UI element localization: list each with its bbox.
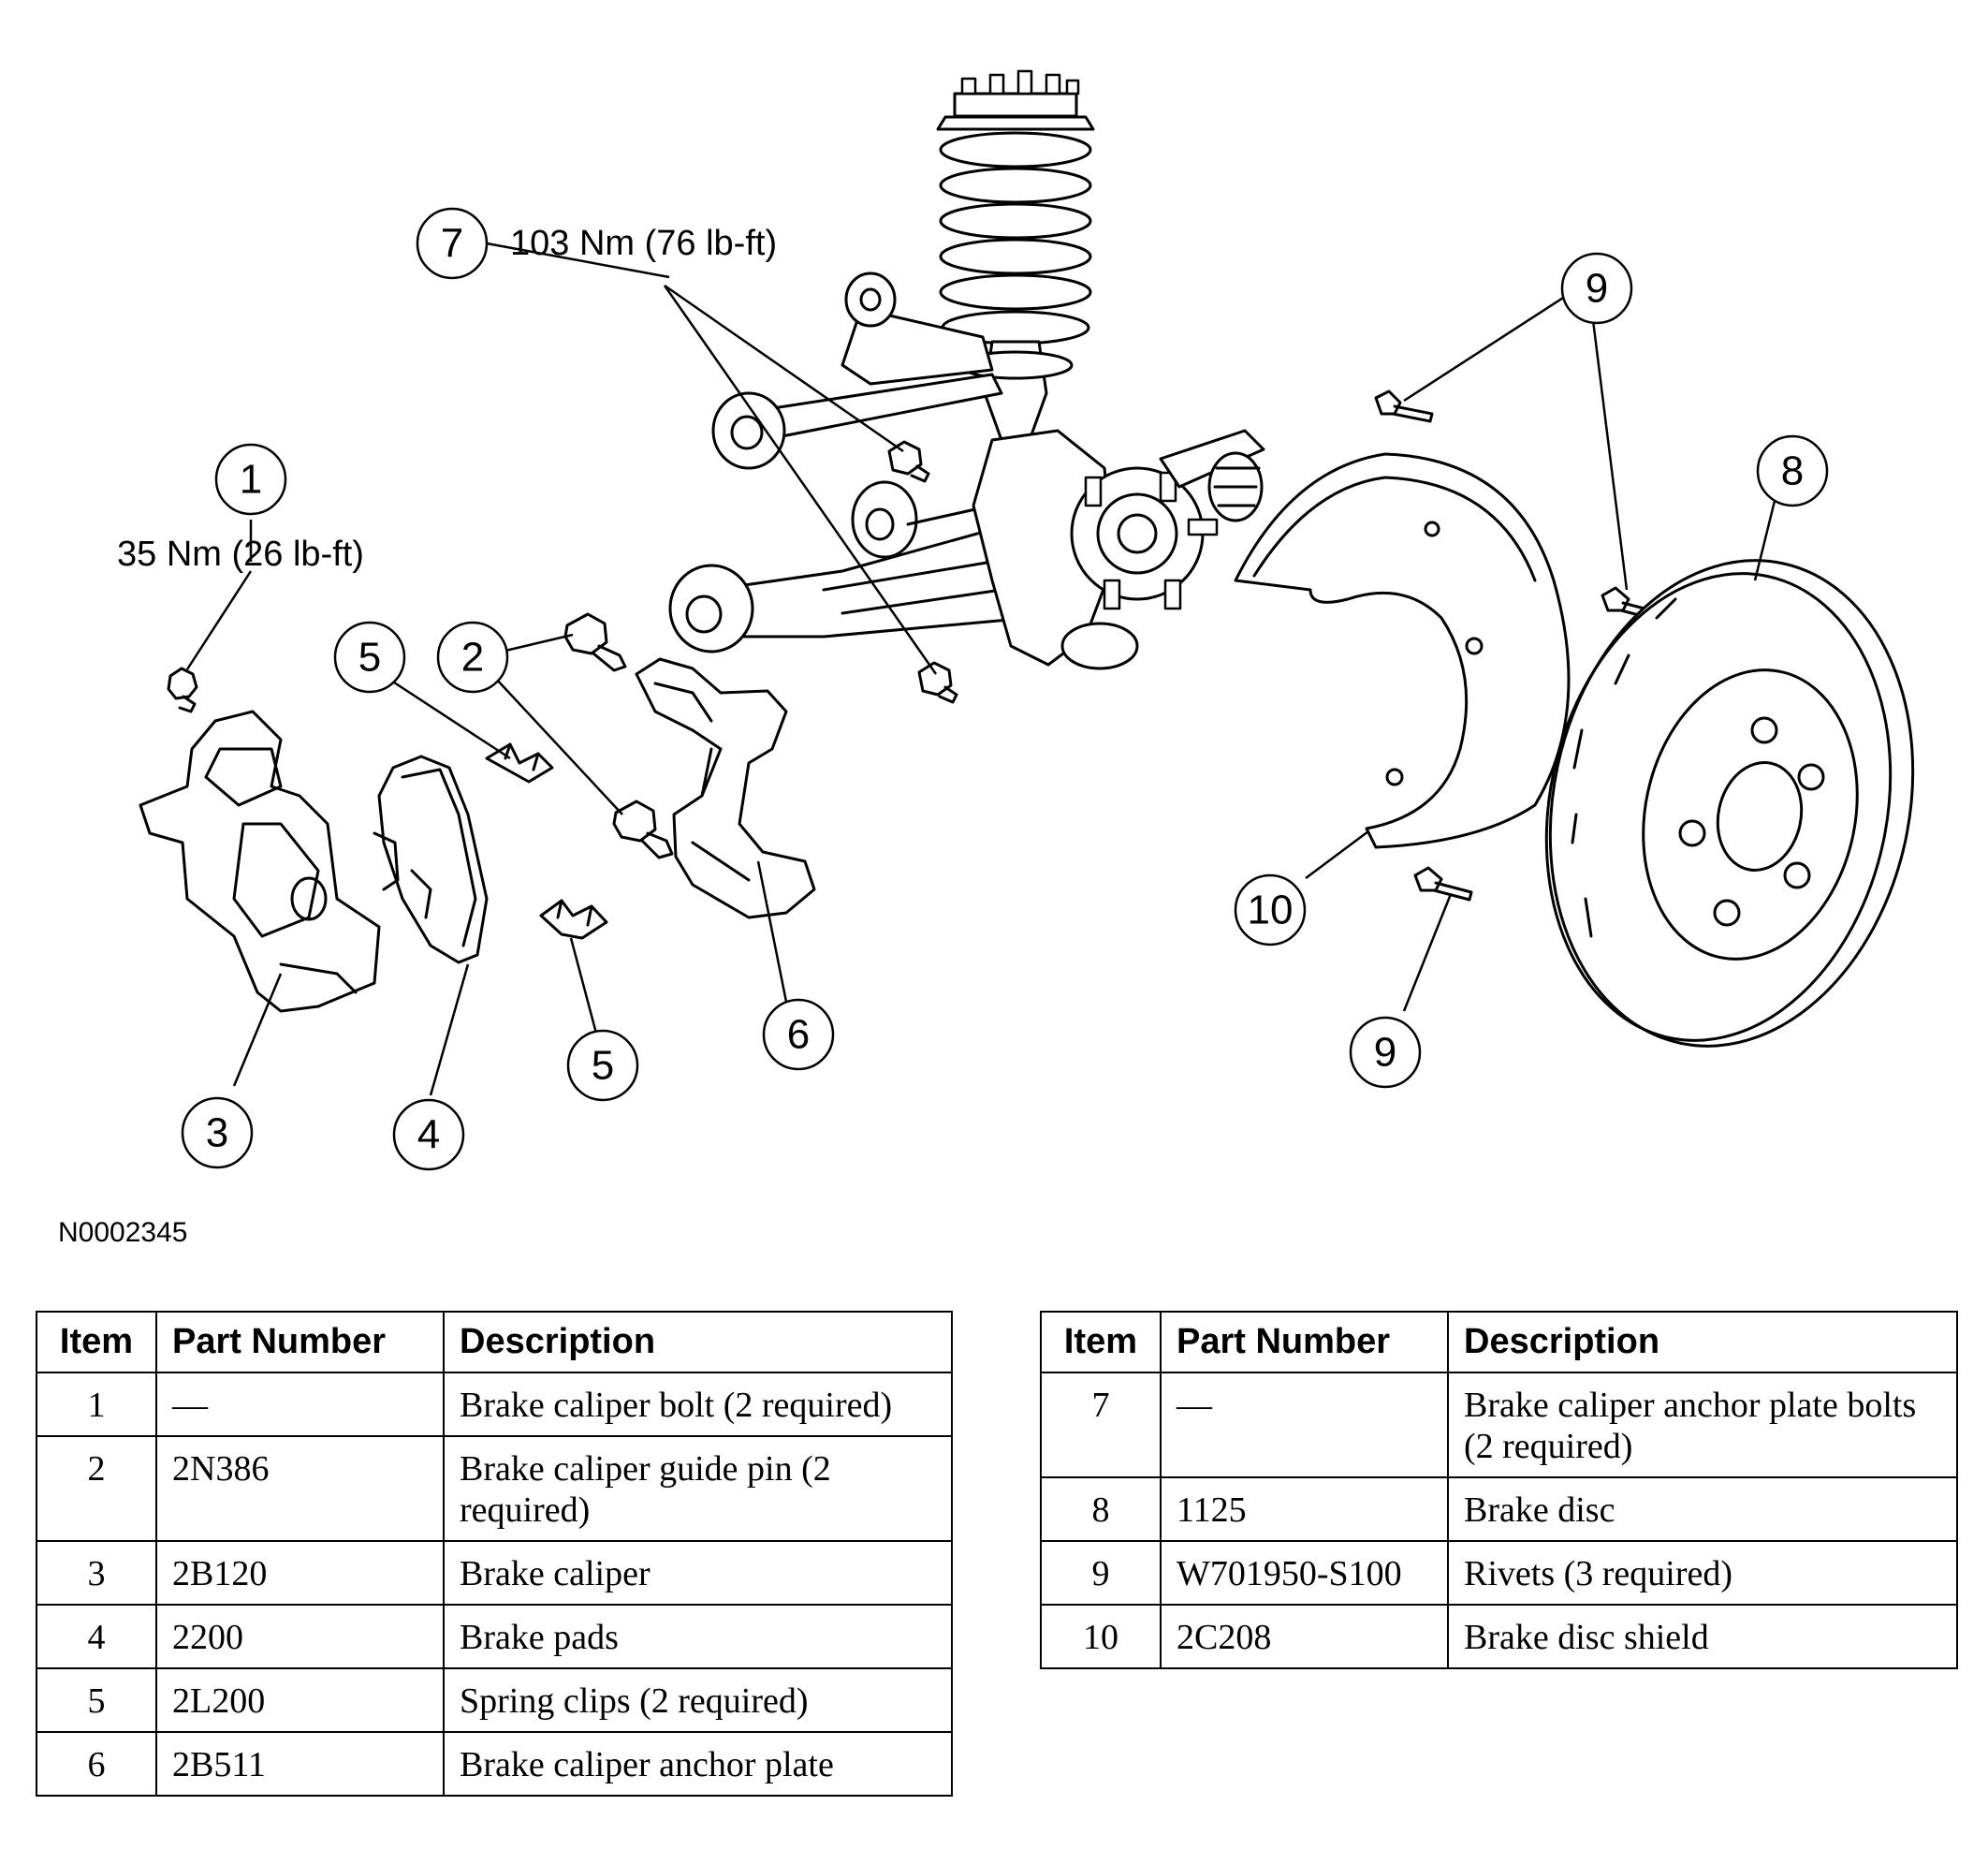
table-row: 10 2C208 Brake disc shield [1040,1604,1958,1669]
cell-item: 7 [1040,1372,1162,1478]
caliper-bolt-part [167,667,198,713]
callout-4 [392,1098,465,1171]
callout-3 [181,1096,254,1169]
callout-5-lower [566,1029,639,1102]
cell-part-number: 2B511 [155,1731,445,1797]
callouts [181,207,1829,1171]
brake-caliper-part [139,710,381,1013]
cell-description: Brake disc [1447,1476,1958,1542]
table-row: 5 2L200 Spring clips (2 required) [36,1667,953,1733]
leader-lines [185,242,1778,1096]
cell-item: 1 [36,1372,157,1437]
brake-pads-part [373,755,489,964]
cell-item: 2 [36,1435,157,1542]
rivet-bottom-part [1413,866,1473,902]
callout-6 [762,998,835,1071]
table-row: 1 — Brake caliper bolt (2 required) [36,1372,953,1437]
callout-5-lower-label: 5 [592,1043,614,1089]
table-row: 9 W701950-S100 Rivets (3 required) [1040,1540,1958,1606]
cell-description: Brake caliper anchor plate [443,1731,953,1797]
table-row: 4 2200 Brake pads [36,1604,953,1669]
cell-part-number: 2C208 [1160,1604,1449,1669]
suspension-assembly [668,69,1265,670]
callout-9-bottom [1349,1016,1422,1089]
cell-item: 10 [1040,1604,1162,1669]
callout-8-label: 8 [1781,448,1804,494]
header-item: Item [36,1311,157,1373]
table-row: 8 1125 Brake disc [1040,1476,1958,1542]
table-header-row: Item Part Number Description [1040,1311,1958,1373]
disc-shield-part [1234,452,1571,849]
callout-1 [214,443,287,516]
parts-table-left: Item Part Number Description 1 — Brake c… [36,1311,953,1797]
torque-spec-item-7: 103 Nm (76 lb-ft) [510,224,777,263]
callout-2 [436,621,509,694]
brake-disc-part [1544,559,1915,1048]
header-item: Item [1040,1311,1162,1373]
cell-item: 5 [36,1667,157,1733]
anchor-plate-part [635,657,816,919]
callout-1-label: 1 [240,457,262,503]
cell-part-number: 2L200 [155,1667,445,1733]
figure-id: N0002345 [58,1217,188,1248]
callout-2-label: 2 [461,635,484,681]
callout-6-label: 6 [787,1012,810,1058]
callout-9-top [1560,252,1633,325]
callout-9-bottom-label: 9 [1374,1030,1396,1076]
table-row: 2 2N386 Brake caliper guide pin (2 requi… [36,1435,953,1542]
cell-item: 9 [1040,1540,1162,1606]
callout-5-upper-label: 5 [358,635,381,681]
table-row: 6 2B511 Brake caliper anchor plate [36,1731,953,1797]
guide-pin-upper-part [563,612,627,672]
guide-pin-lower-part [612,800,674,859]
cell-description: Brake pads [443,1604,953,1669]
rivet-top-part [1374,389,1434,423]
cell-description: Spring clips (2 required) [443,1667,953,1733]
callout-9-top-label: 9 [1586,266,1608,312]
callout-8 [1756,434,1829,507]
callout-4-label: 4 [417,1112,440,1158]
cell-part-number: W701950-S100 [1160,1540,1449,1606]
callout-10-label: 10 [1248,888,1294,933]
header-part-number: Part Number [155,1311,445,1373]
cell-part-number: 2200 [155,1604,445,1669]
cell-part-number: 2N386 [155,1435,445,1542]
anchor-bolt-upper-part [887,440,930,483]
cell-description: Brake disc shield [1447,1604,1958,1669]
anchor-bolt-lower-part [917,661,958,704]
cell-part-number: — [1160,1372,1449,1478]
table-row: 3 2B120 Brake caliper [36,1540,953,1606]
table-row: 7 — Brake caliper anchor plate bolts (2 … [1040,1372,1958,1478]
callout-5-upper [333,621,406,694]
callout-7-label: 7 [441,221,463,267]
header-part-number: Part Number [1160,1311,1449,1373]
table-header-row: Item Part Number Description [36,1311,953,1373]
cell-description: Brake caliper guide pin (2 required) [443,1435,953,1542]
cell-item: 8 [1040,1476,1162,1542]
callout-7 [416,207,489,280]
torque-spec-item-1: 35 Nm (26 lb-ft) [117,535,364,574]
cell-part-number: — [155,1372,445,1437]
header-description: Description [1447,1311,1958,1373]
parts-table-right: Item Part Number Description 7 — Brake c… [1040,1311,1958,1669]
cell-description: Brake caliper [443,1540,953,1606]
spring-clip-lower-part [539,899,608,940]
cell-description: Rivets (3 required) [1447,1540,1958,1606]
callout-3-label: 3 [206,1110,228,1156]
cell-part-number: 1125 [1160,1476,1449,1542]
cell-item: 3 [36,1540,157,1606]
cell-description: Brake caliper bolt (2 required) [443,1372,953,1437]
cell-item: 4 [36,1604,157,1669]
cell-item: 6 [36,1731,157,1797]
header-description: Description [443,1311,953,1373]
callout-10 [1234,873,1307,947]
cell-description: Brake caliper anchor plate bolts (2 requ… [1447,1372,1958,1478]
cell-part-number: 2B120 [155,1540,445,1606]
